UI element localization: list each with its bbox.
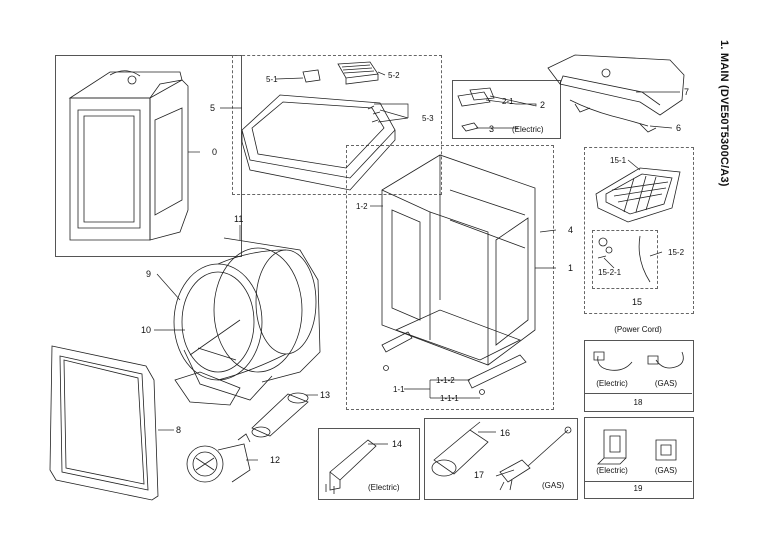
- heater-illustration: [325, 439, 377, 494]
- label-part-5-3: 5-3: [422, 114, 434, 123]
- control-panel-illustration: [547, 54, 685, 133]
- part-18-frame: [584, 340, 694, 412]
- label-part-16: 16: [500, 428, 511, 438]
- label-part-11: 11: [234, 214, 244, 224]
- label-part-15-1: 15-1: [610, 156, 627, 165]
- label-part-17: 17: [474, 470, 485, 480]
- motor-illustration: [431, 421, 489, 477]
- label-part-3: 3: [489, 124, 495, 134]
- label-part-15: 15: [632, 297, 643, 307]
- label-part-1-1: 1-1: [393, 385, 405, 394]
- label-part-18: 18: [633, 398, 643, 407]
- caption-part-18-gas: (GAS): [654, 379, 678, 388]
- part-1-group-frame: [346, 145, 554, 410]
- part-15-group-frame: [584, 147, 694, 314]
- label-part-1-1-1: 1-1-1: [440, 394, 459, 403]
- label-part-2: 2: [540, 100, 546, 110]
- caption-part-19-electric: (Electric): [596, 466, 628, 475]
- bracket-electric-illustration: [597, 429, 627, 465]
- part-2-frame: [452, 80, 561, 139]
- label-part-13: 13: [320, 390, 331, 400]
- label-part-15-2: 15-2: [668, 248, 685, 257]
- label-part-5: 5: [210, 103, 216, 113]
- caption-part-17-gas: (GAS): [542, 481, 565, 490]
- caption-part-14-electric: (Electric): [368, 483, 400, 492]
- caption-part-19-gas: (GAS): [654, 466, 678, 475]
- label-part-6: 6: [676, 123, 682, 133]
- bracket-gas-illustration: [655, 439, 677, 461]
- leader-lines: [154, 71, 680, 477]
- exhaust-duct-illustration: [251, 392, 309, 438]
- caption-part-18-electric: (Electric): [596, 379, 628, 388]
- power-cord-gas-illustration: [647, 351, 684, 369]
- part-15-2-sub-frame: [592, 230, 658, 289]
- cabinet-illustration: [381, 154, 536, 395]
- drum-assembly-illustration: [173, 237, 321, 406]
- label-part-1: 1: [568, 263, 574, 273]
- dryer-assembly-illustration: [68, 70, 189, 241]
- part-18-divider: [584, 393, 692, 394]
- part-0-frame: [55, 55, 242, 257]
- label-part-7: 7: [684, 87, 690, 97]
- label-part-1-1-2: 1-1-2: [436, 376, 455, 385]
- label-part-5-1: 5-1: [266, 75, 278, 84]
- label-part-0: 0: [212, 147, 218, 157]
- part-16-17-frame: [424, 418, 578, 500]
- label-part-9: 9: [146, 269, 152, 279]
- label-part-8: 8: [176, 425, 182, 435]
- blower-illustration: [186, 433, 251, 483]
- label-part-19: 19: [633, 484, 643, 493]
- gas-valve-illustration: [499, 426, 572, 491]
- part-19-divider: [584, 481, 692, 482]
- part-14-frame: [318, 428, 420, 500]
- label-part-14: 14: [392, 439, 403, 449]
- top-cover-illustration: [241, 61, 396, 191]
- label-part-15-2-1: 15-2-1: [598, 268, 622, 277]
- label-part-10: 10: [141, 325, 152, 335]
- label-part-4: 4: [568, 225, 574, 235]
- door-illustration: [49, 345, 159, 501]
- label-part-2-1: 2-1: [502, 97, 514, 106]
- part-5-group-frame: [232, 55, 442, 195]
- caption-part-2-electric: (Electric): [512, 125, 544, 134]
- label-part-5-2: 5-2: [388, 71, 400, 80]
- part-19-frame: [584, 417, 694, 499]
- lint-filter-illustration: [595, 167, 681, 283]
- label-part-1-2: 1-2: [356, 202, 368, 211]
- label-part-12: 12: [270, 455, 281, 465]
- power-cord-electric-illustration: [593, 351, 633, 371]
- caption-power-cord: (Power Cord): [614, 325, 662, 334]
